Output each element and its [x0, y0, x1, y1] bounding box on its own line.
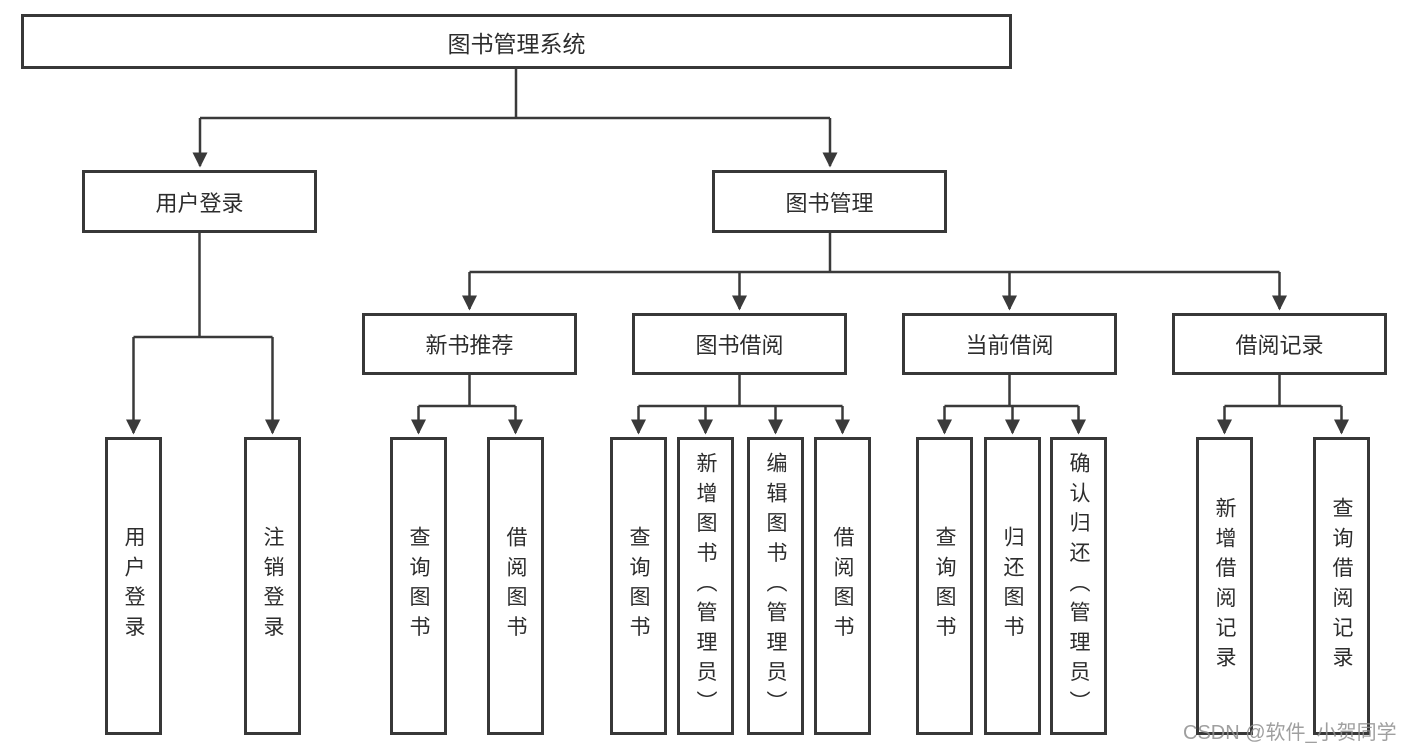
leaf-records-add-record: 新增借阅记录 [1196, 437, 1253, 735]
leaf-logout-label: 注销登录 [261, 526, 284, 646]
leaf-borrowing-query-books-label: 查询图书 [627, 526, 650, 646]
leaf-current-confirm-return-admin-label: 确认归还（管理员） [1067, 451, 1090, 721]
leaf-borrowing-query-books: 查询图书 [610, 437, 667, 735]
leaf-current-query-books: 查询图书 [916, 437, 973, 735]
node-book-management: 图书管理 [712, 170, 947, 233]
node-book-borrowing-label: 图书借阅 [695, 333, 784, 358]
leaf-current-return-books: 归还图书 [984, 437, 1041, 735]
leaf-newbooks-query-books-label: 查询图书 [407, 526, 430, 646]
node-root: 图书管理系统 [21, 14, 1012, 69]
node-user-login: 用户登录 [82, 170, 317, 233]
node-current-borrowing-label: 当前借阅 [965, 333, 1054, 358]
leaf-current-return-books-label: 归还图书 [1001, 526, 1024, 646]
leaf-records-query-record: 查询借阅记录 [1313, 437, 1370, 735]
node-borrowing-records-label: 借阅记录 [1235, 333, 1324, 358]
leaf-borrowing-add-books-admin-label: 新增图书（管理员） [694, 451, 717, 721]
leaf-current-query-books-label: 查询图书 [933, 526, 956, 646]
leaf-user-login: 用户登录 [105, 437, 162, 735]
leaf-borrowing-borrow-books: 借阅图书 [814, 437, 871, 735]
leaf-newbooks-query-books: 查询图书 [390, 437, 447, 735]
leaf-user-login-label: 用户登录 [122, 526, 145, 646]
node-user-login-label: 用户登录 [155, 190, 244, 216]
leaf-current-confirm-return-admin: 确认归还（管理员） [1050, 437, 1107, 735]
node-new-book-recommend-label: 新书推荐 [425, 333, 514, 358]
node-current-borrowing: 当前借阅 [902, 313, 1117, 375]
node-book-management-label: 图书管理 [785, 190, 874, 216]
node-book-borrowing: 图书借阅 [632, 313, 847, 375]
leaf-borrowing-edit-books-admin: 编辑图书（管理员） [747, 437, 804, 735]
leaf-logout: 注销登录 [244, 437, 301, 735]
leaf-records-query-record-label: 查询借阅记录 [1330, 496, 1353, 676]
node-new-book-recommend: 新书推荐 [362, 313, 577, 375]
leaf-newbooks-borrow-books-label: 借阅图书 [504, 526, 527, 646]
leaf-borrowing-add-books-admin: 新增图书（管理员） [677, 437, 734, 735]
leaf-newbooks-borrow-books: 借阅图书 [487, 437, 544, 735]
leaf-borrowing-borrow-books-label: 借阅图书 [831, 526, 854, 646]
csdn-watermark: CSDN @软件_小贺同学 [1183, 722, 1397, 744]
node-borrowing-records: 借阅记录 [1172, 313, 1387, 375]
node-root-label: 图书管理系统 [447, 30, 586, 57]
leaf-borrowing-edit-books-admin-label: 编辑图书（管理员） [764, 451, 787, 721]
leaf-records-add-record-label: 新增借阅记录 [1213, 496, 1236, 676]
